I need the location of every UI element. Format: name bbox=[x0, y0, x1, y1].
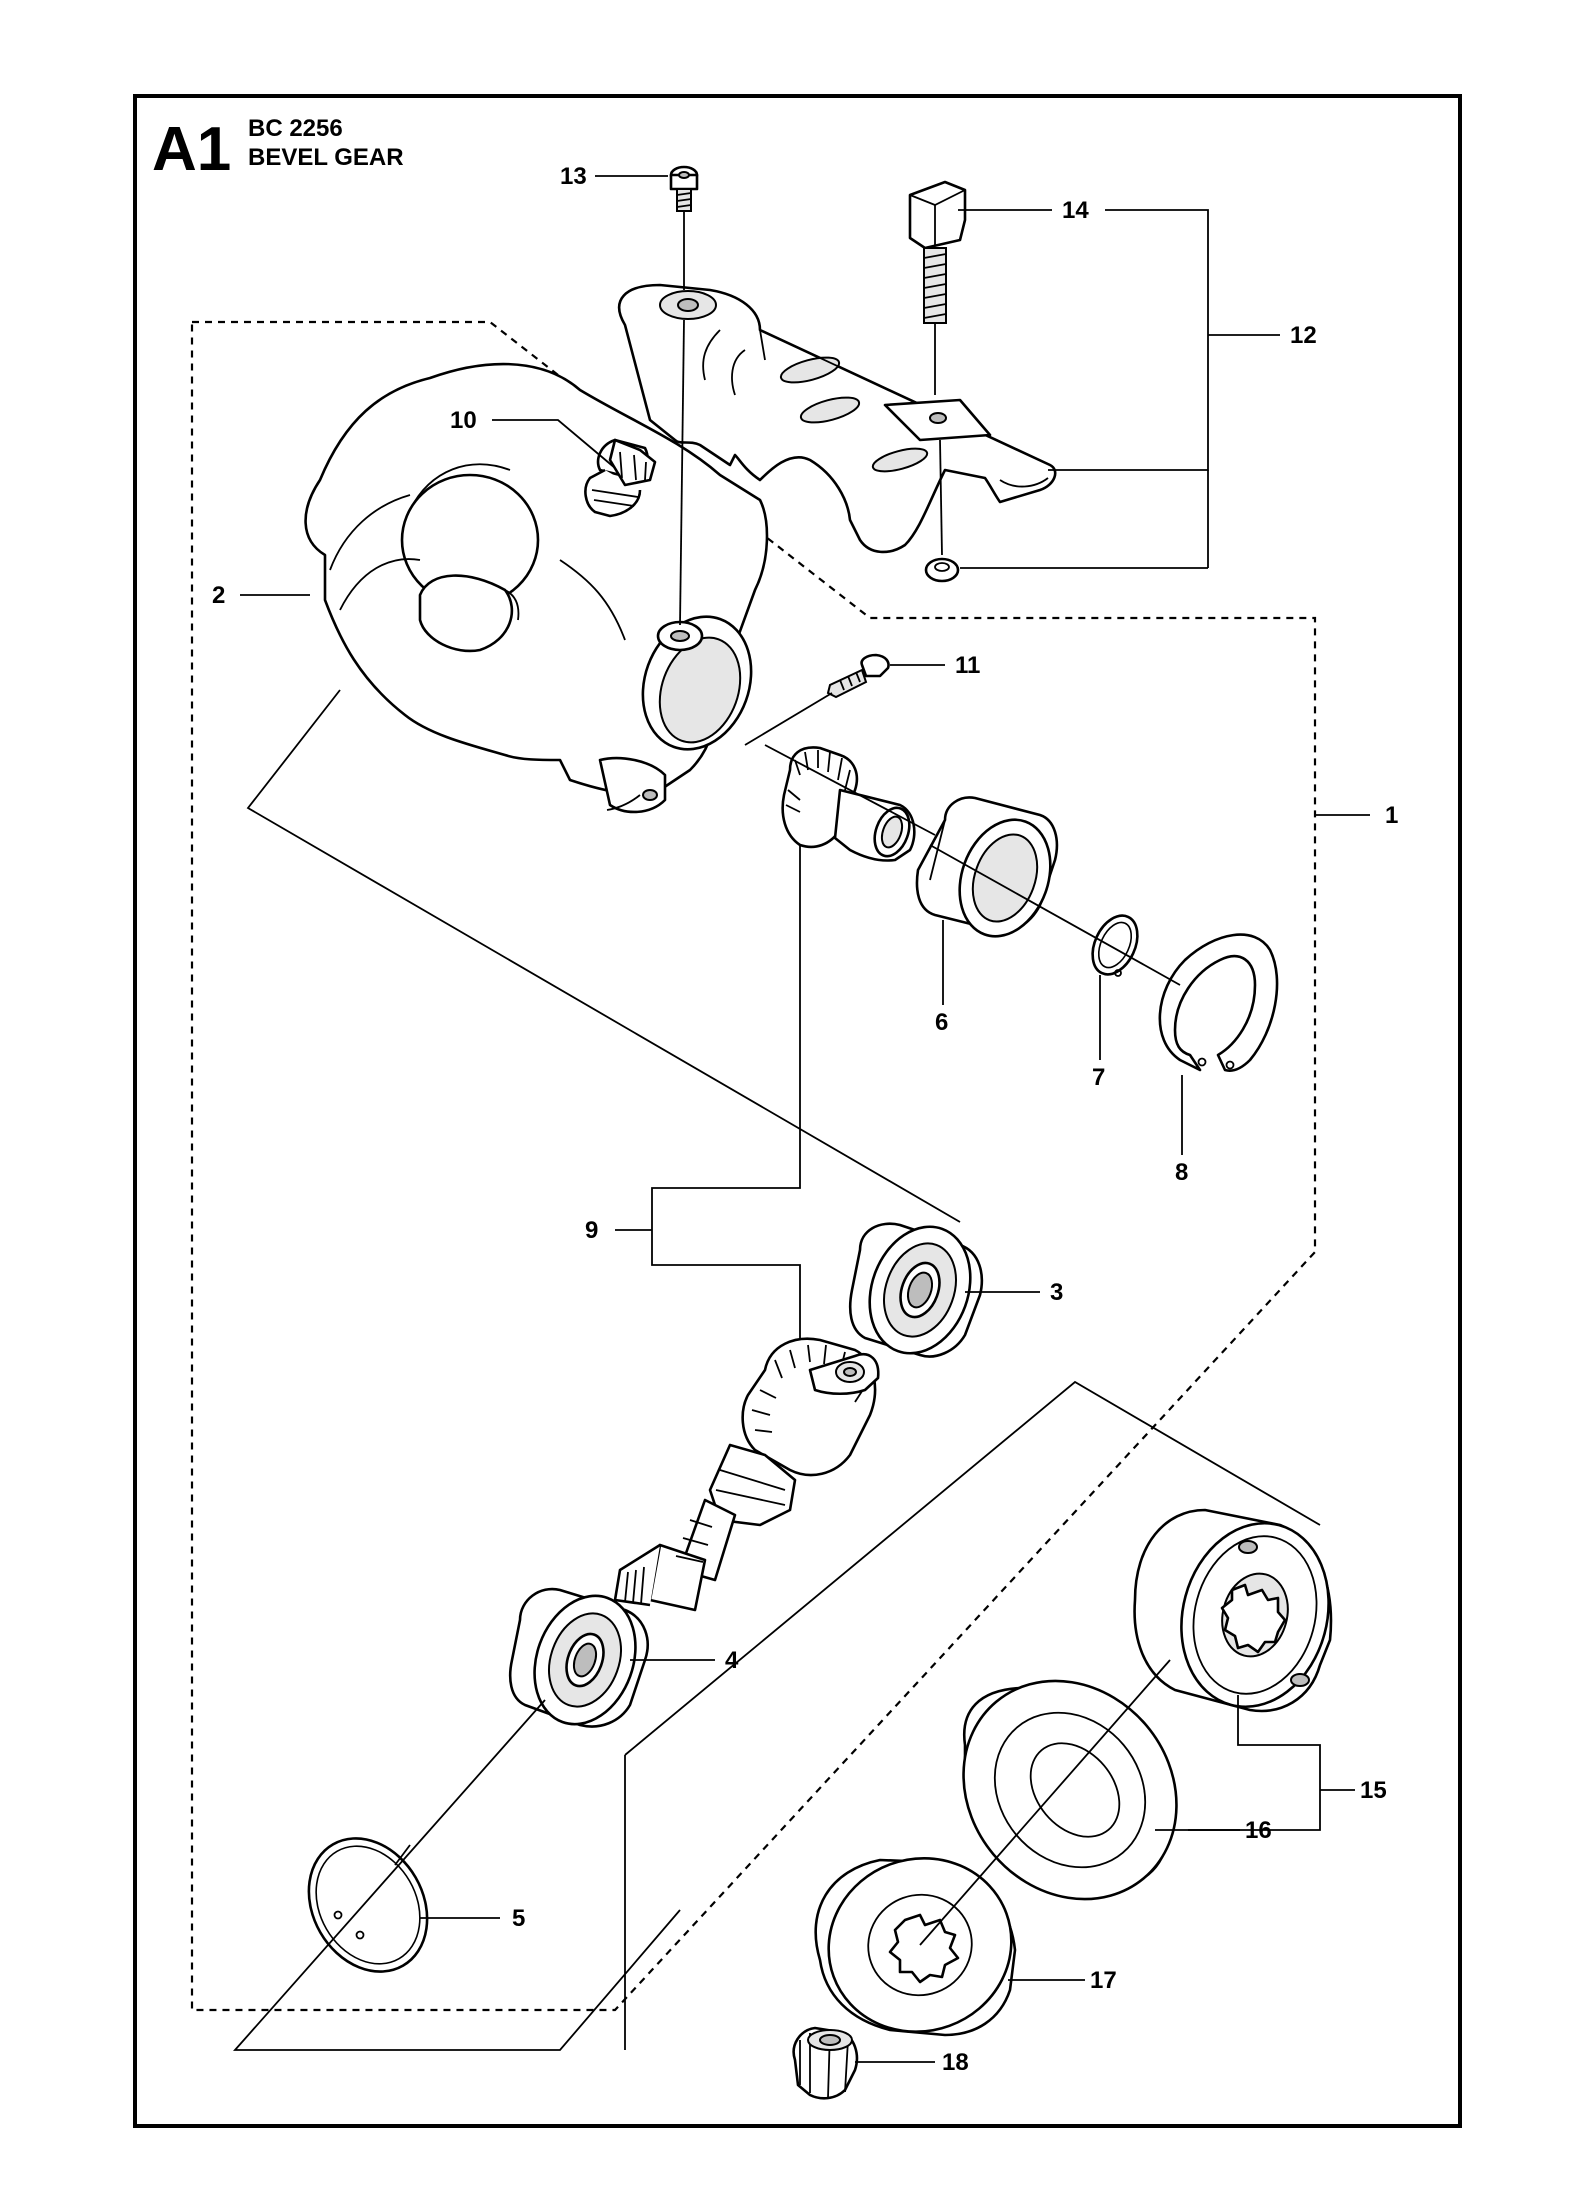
leader-13-housing bbox=[679, 319, 685, 626]
leader-12-bracket bbox=[1048, 209, 1209, 471]
callout-13: 13 bbox=[560, 163, 587, 190]
leader-10 bbox=[492, 419, 616, 469]
output-shaft-gear-part bbox=[613, 1337, 880, 1612]
support-cup-part bbox=[962, 1679, 1178, 1901]
callout-14: 14 bbox=[1062, 197, 1089, 224]
flange-holder-part bbox=[1133, 1508, 1333, 1713]
leader-11-axis bbox=[744, 692, 833, 746]
filler-plug-part bbox=[584, 438, 657, 518]
diagram-frame bbox=[133, 94, 1462, 2128]
housing-screw-part bbox=[826, 653, 890, 699]
callout-17: 17 bbox=[1090, 1967, 1117, 1994]
callout-18: 18 bbox=[942, 2049, 969, 2076]
leader-lower-bracket bbox=[233, 1699, 681, 2051]
leader-shaft-axis bbox=[764, 744, 936, 836]
leader-14-washer bbox=[939, 439, 943, 556]
callout-8: 8 bbox=[1175, 1159, 1188, 1186]
callout-1: 1 bbox=[1385, 802, 1398, 829]
callout-16: 16 bbox=[1245, 1817, 1272, 1844]
callout-2: 2 bbox=[212, 582, 225, 609]
lock-nut-part bbox=[792, 2026, 859, 2100]
pinion-gear-part bbox=[781, 746, 916, 862]
lower-circlip-part bbox=[307, 1837, 429, 1973]
section-code: A1 bbox=[152, 115, 231, 184]
clamp-bolt-part bbox=[908, 180, 967, 324]
callout-3: 3 bbox=[1050, 1279, 1063, 1306]
callout-5: 5 bbox=[512, 1905, 525, 1932]
needle-bearing-part bbox=[915, 796, 1059, 938]
callout-12: 12 bbox=[1290, 322, 1317, 349]
callout-11: 11 bbox=[955, 652, 980, 679]
small-circlip-part bbox=[1091, 914, 1139, 977]
leader-15-bracket bbox=[1188, 1695, 1321, 1831]
callout-15: 15 bbox=[1360, 1777, 1387, 1804]
leader-lower-axis bbox=[394, 1844, 411, 1866]
callout-10: 10 bbox=[450, 407, 477, 434]
leader-flange-axis bbox=[919, 1659, 1171, 1946]
leader-9-upper bbox=[651, 845, 801, 1340]
upper-ball-bearing-part bbox=[848, 1222, 984, 1358]
callout-4: 4 bbox=[725, 1647, 739, 1674]
cover-screw-part bbox=[669, 165, 699, 212]
model-label: BC 2256 bbox=[248, 115, 343, 142]
clamp-cover-part bbox=[618, 283, 1057, 554]
assembly-boundary bbox=[190, 320, 1317, 2012]
callout-6: 6 bbox=[935, 1009, 948, 1036]
leader-flange-box bbox=[624, 1380, 1321, 1756]
callout-7: 7 bbox=[1092, 1064, 1105, 1091]
large-circlip-part bbox=[1158, 933, 1279, 1072]
leader-bearing6-axis bbox=[929, 844, 1181, 986]
clamp-washer-part bbox=[924, 557, 960, 583]
lower-ball-bearing-part bbox=[508, 1587, 649, 1728]
leader-2-bracket bbox=[246, 689, 961, 1223]
section-title: BEVEL GEAR bbox=[248, 144, 404, 171]
callout-9: 9 bbox=[585, 1217, 598, 1244]
